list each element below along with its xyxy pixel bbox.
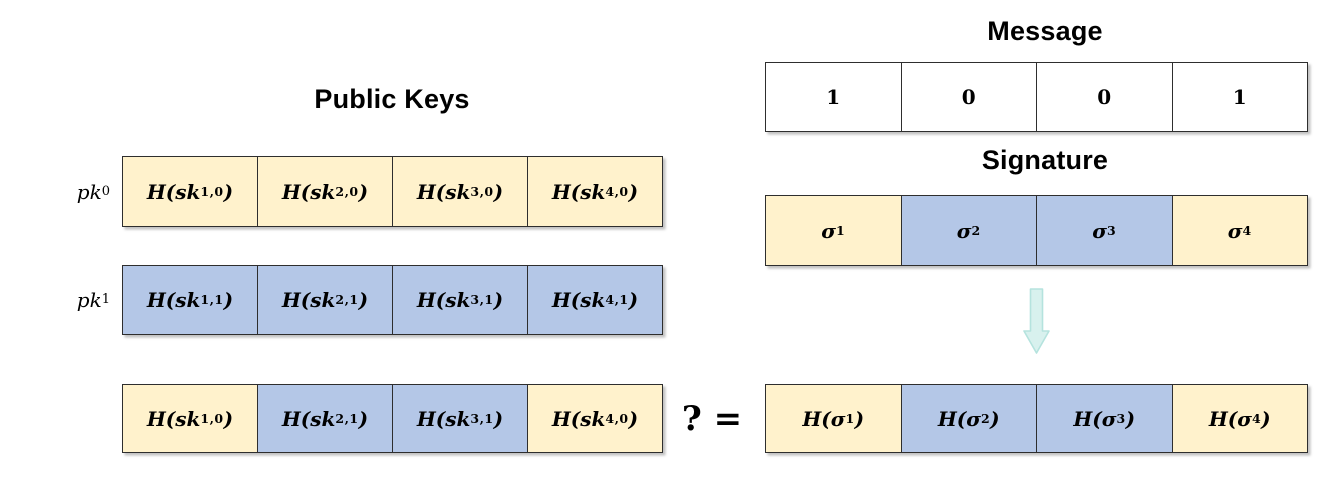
- message-bit-1: 1: [766, 63, 901, 131]
- message-bit-3: 0: [1036, 63, 1172, 131]
- down-arrow-icon: [1023, 288, 1050, 354]
- public-keys-title: Public Keys: [314, 84, 470, 114]
- signature-title: Signature: [981, 145, 1109, 175]
- pk0-label-base: pk: [76, 179, 102, 204]
- message-bit-2: 0: [900, 63, 1036, 131]
- message-row: 1 0 0 1: [765, 62, 1308, 132]
- pk1-label-base: pk: [76, 288, 102, 312]
- message-title: Message: [987, 16, 1103, 46]
- question-equals-symbol: ? =: [681, 398, 743, 439]
- message-bit-4: 1: [1171, 63, 1307, 131]
